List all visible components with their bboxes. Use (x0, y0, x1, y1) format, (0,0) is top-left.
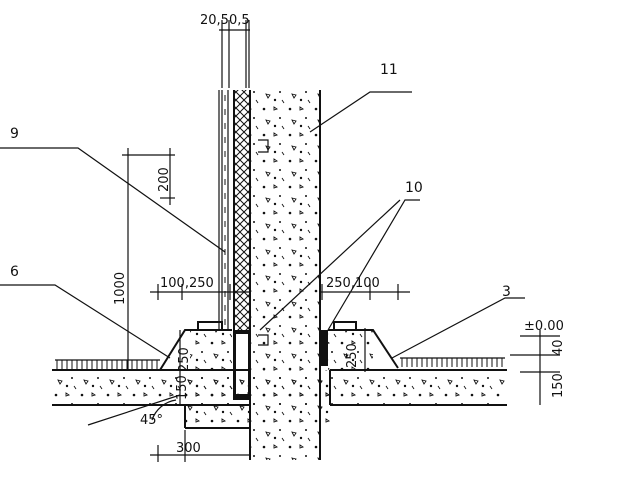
floor-finish (55, 357, 505, 369)
dim-250-100: 250,100 (326, 276, 380, 291)
dim-300: 300 (176, 441, 201, 456)
leader-lines (0, 91, 525, 359)
dim-right-150: 150 (551, 373, 566, 398)
angle-45: 45° (140, 413, 163, 428)
foundation-footing (184, 370, 331, 460)
concrete-wall (249, 90, 321, 375)
dim-left-250: 250 (177, 347, 192, 372)
dim-1000: 1000 (113, 272, 128, 305)
callout-3: 3 (502, 284, 511, 300)
dim-40: 40 (551, 339, 566, 356)
callout-9: 9 (10, 126, 19, 142)
callout-10: 10 (405, 180, 423, 196)
dim-200: 200 (157, 167, 172, 192)
elevation-label: ±0.00 (524, 319, 564, 334)
callout-6: 6 (10, 264, 19, 280)
dim-100-250: 100,250 (160, 276, 214, 291)
dim-right-250: 250 (345, 343, 360, 368)
anchor-details (258, 139, 269, 346)
dimension-lines (87, 20, 560, 462)
right-curb (328, 321, 399, 370)
left-curb (159, 321, 232, 371)
dim-left-150: 150 (175, 375, 190, 400)
dim-top-layers: 20,50,5 (200, 13, 250, 28)
callout-11: 11 (380, 62, 398, 78)
